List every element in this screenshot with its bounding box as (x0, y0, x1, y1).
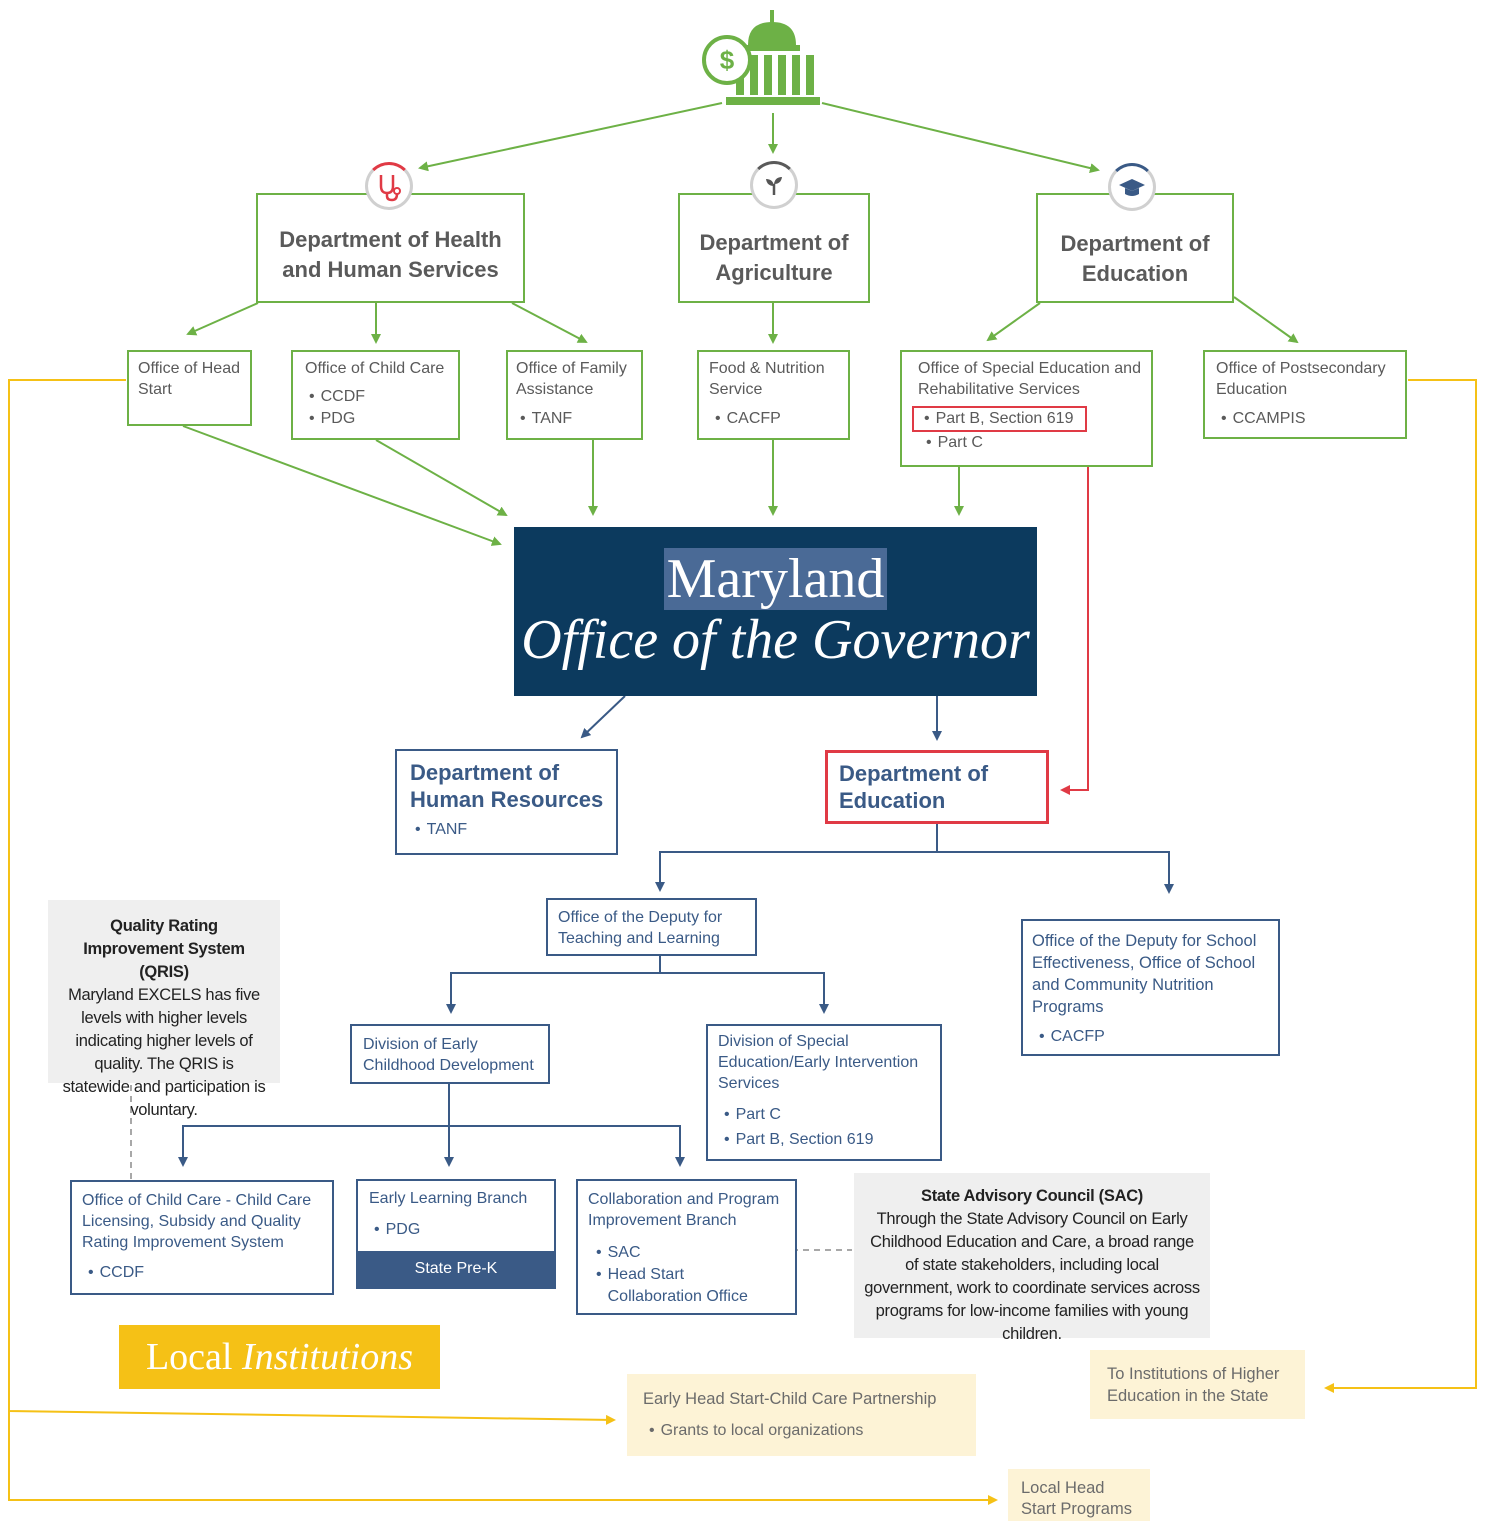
sac-body: Through the State Advisory Council on Ea… (864, 1210, 1200, 1343)
office-child-care-state-label: Office of Child Care - Child Care Licens… (82, 1192, 312, 1251)
deputy-school-effectiveness-label: Office of the Deputy for School Effectiv… (1032, 932, 1257, 1016)
deputy-teaching-learning: Office of the Deputy for Teaching and Le… (546, 898, 757, 956)
state-prek-band: State Pre-K (356, 1251, 556, 1289)
ehs-partnership-box: Early Head Start-Child Care Partnership … (627, 1374, 976, 1456)
state-doe-title: Department of Education (839, 761, 989, 813)
early-learning-branch-label: Early Learning Branch (369, 1190, 528, 1207)
list-item: •PDG (374, 1221, 421, 1238)
ehs-partnership-label: Early Head Start-Child Care Partnership (643, 1390, 937, 1408)
division-early-childhood-label: Division of Early Childhood Development (363, 1036, 534, 1074)
list-item: •CACFP (715, 410, 781, 427)
division-early-childhood: Division of Early Childhood Development (350, 1024, 550, 1084)
state-connectors (178, 695, 1174, 1167)
list-item: •Part C (926, 434, 983, 451)
office-special-education: Office of Special Education and Rehabili… (900, 350, 1153, 467)
state-dhr-box: Department of Human Resources •TANF (395, 749, 618, 855)
office-head-start-label: Office of Head Start (138, 360, 240, 398)
federal-connectors (182, 102, 1299, 546)
list-item: •CCAMPIS (1221, 410, 1306, 427)
dept-hhs-title: Department of Health and Human Services (279, 227, 502, 282)
list-item: •TANF (415, 821, 468, 838)
higher-ed-box: To Institutions of Higher Education in t… (1090, 1350, 1305, 1419)
deputy-teaching-learning-label: Office of the Deputy for Teaching and Le… (558, 909, 723, 947)
capitol-dollar-icon: $ (700, 5, 825, 110)
office-food-nutrition: Food & Nutrition Service •CACFP (697, 350, 850, 440)
office-food-nutrition-label: Food & Nutrition Service (709, 360, 825, 398)
dept-ag-box: Department of Agriculture (678, 193, 870, 303)
office-family-assistance: Office of Family Assistance •TANF (506, 350, 643, 440)
dept-ag-title: Department of Agriculture (699, 230, 849, 285)
stethoscope-icon (365, 162, 413, 210)
office-postsecondary-label: Office of Postsecondary Education (1216, 360, 1386, 398)
sac-title: State Advisory Council (SAC) (920, 1187, 1144, 1205)
governor-box: Maryland Office of the Governor (514, 527, 1037, 696)
collaboration-branch: Collaboration and Program Improvement Br… (576, 1179, 797, 1315)
sac-note: State Advisory Council (SAC) Through the… (854, 1173, 1210, 1343)
collaboration-branch-label: Collaboration and Program Improvement Br… (588, 1191, 780, 1229)
state-doe-box: Department of Education (825, 750, 1049, 824)
office-special-education-label: Office of Special Education and Rehabili… (918, 360, 1141, 398)
list-item: •PDG (309, 410, 356, 427)
list-item: •Grants to local organizations (649, 1422, 864, 1439)
local-head-start-label: Local Head Start Programs (1021, 1479, 1132, 1518)
dept-hhs-box: Department of Health and Human Services (256, 193, 525, 303)
graduation-cap-icon (1108, 163, 1156, 211)
office-family-assistance-label: Office of Family Assistance (516, 360, 627, 398)
qris-title: Quality Rating Improvement System (QRIS) (83, 917, 245, 981)
svg-text:$: $ (720, 45, 735, 75)
deputy-school-effectiveness: Office of the Deputy for School Effectiv… (1021, 919, 1280, 1056)
office-postsecondary: Office of Postsecondary Education •CCAMP… (1203, 350, 1407, 439)
dept-ed-title: Department of Education (1060, 231, 1210, 286)
qris-note: Quality Rating Improvement System (QRIS)… (48, 900, 280, 1119)
list-item: •TANF (520, 410, 573, 427)
dashed-links (130, 1085, 852, 1251)
list-item: •CCDF (309, 388, 366, 405)
governor-state: Maryland (514, 548, 1037, 610)
part-b-connector (1060, 433, 1089, 795)
local-institutions-label: Local Institutions (119, 1325, 440, 1389)
sprout-icon (750, 161, 798, 209)
dept-ed-box: Department of Education (1036, 193, 1234, 303)
list-item: •Part C (724, 1106, 781, 1123)
list-item: •Head Start Collaboration Office (596, 1266, 748, 1305)
list-item: •SAC (596, 1242, 795, 1264)
division-special-education-label: Division of Special Education/Early Inte… (718, 1033, 919, 1092)
office-child-care-label: Office of Child Care (305, 360, 445, 377)
higher-ed-label: To Institutions of Higher Education in t… (1107, 1365, 1280, 1405)
local-head-start-box: Local Head Start Programs (1008, 1469, 1150, 1521)
list-item: •Part B, Section 619 (724, 1131, 874, 1148)
list-item-highlight: •Part B, Section 619 (912, 406, 1088, 432)
office-child-care: Office of Child Care •CCDF •PDG (291, 350, 460, 440)
local-connectors (8, 379, 1477, 1505)
state-dhr-title: Department of Human Resources (410, 760, 604, 812)
qris-body: Maryland EXCELS has five levels with hig… (62, 986, 266, 1119)
governor-office: Office of the Governor (521, 609, 1030, 671)
list-item: •CACFP (1039, 1028, 1105, 1045)
office-head-start: Office of Head Start (127, 350, 252, 426)
office-child-care-state: Office of Child Care - Child Care Licens… (70, 1180, 334, 1295)
division-special-education: Division of Special Education/Early Inte… (706, 1024, 942, 1161)
list-item: •CCDF (88, 1264, 145, 1281)
early-learning-branch: Early Learning Branch •PDG State Pre-K (356, 1179, 556, 1289)
